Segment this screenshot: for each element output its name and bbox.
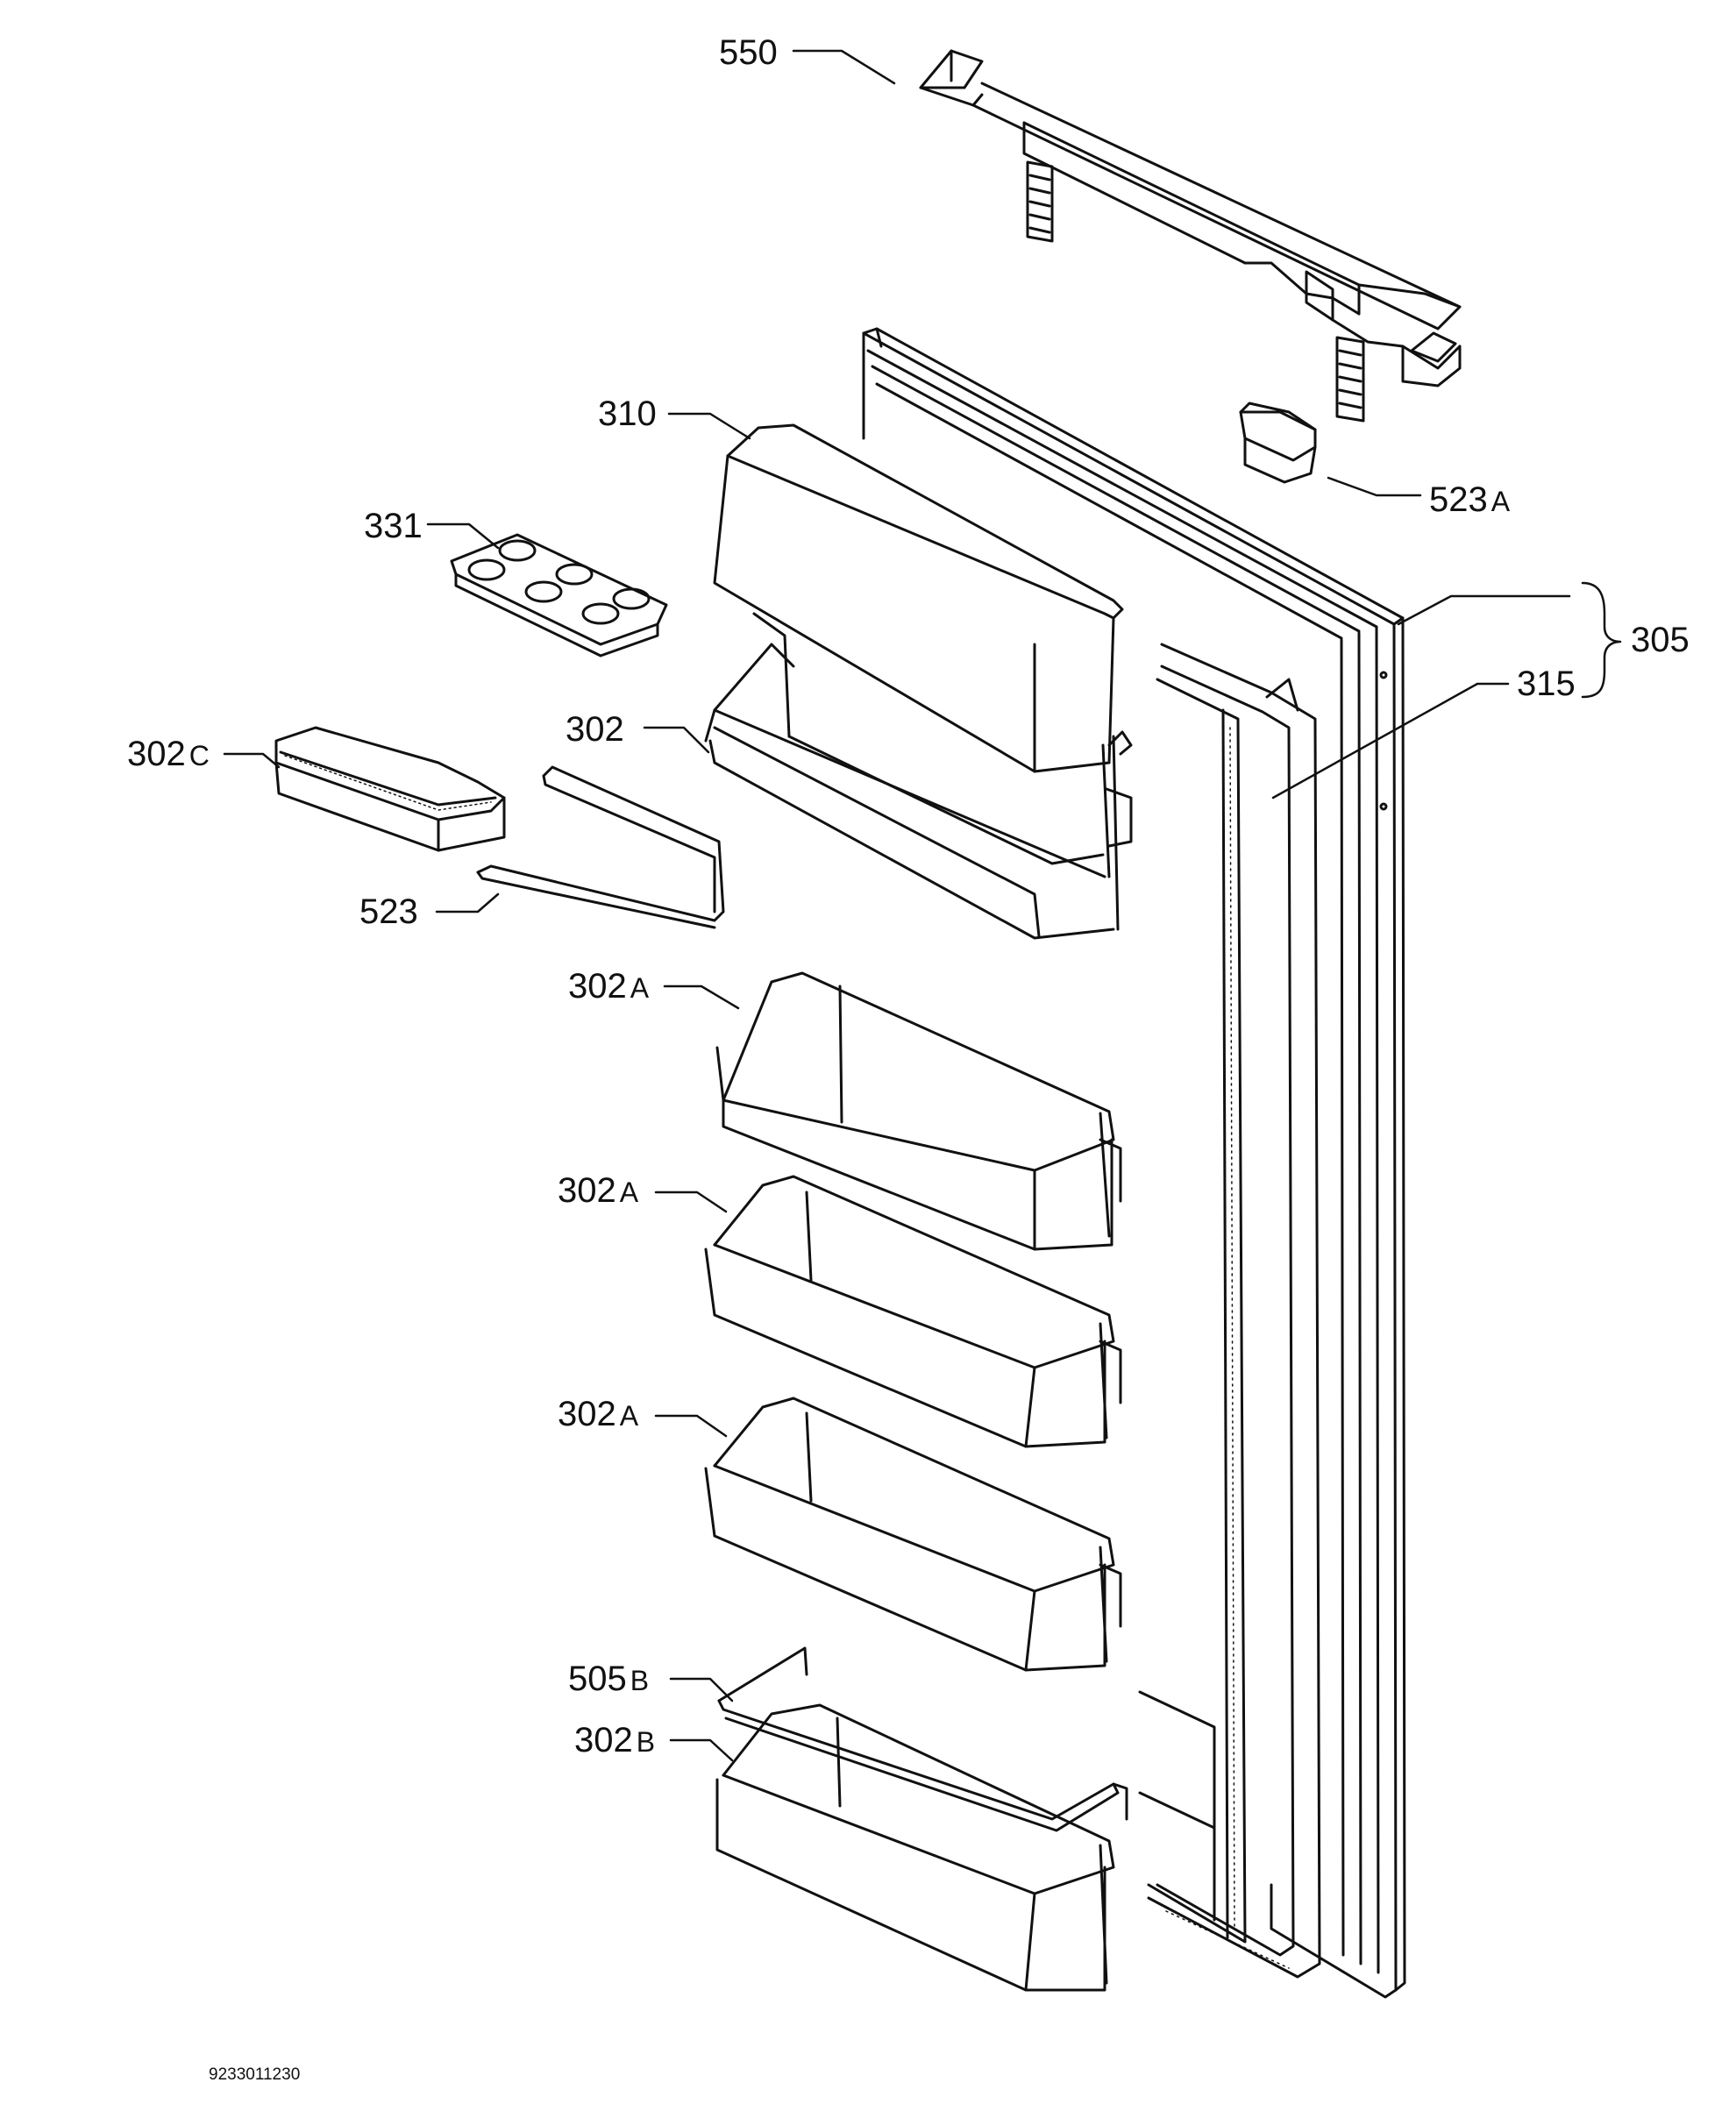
hinge-block-part-523a: [1239, 402, 1317, 484]
label-number: 302: [558, 1171, 616, 1210]
label-number: 302: [568, 967, 627, 1006]
label-number: 302: [558, 1395, 616, 1433]
label-suffix: A: [619, 1400, 639, 1432]
label-suffix: C: [189, 740, 210, 771]
label-331: 331: [364, 508, 423, 544]
label-number: 523: [359, 892, 418, 931]
hinge-bar-part-550: [919, 49, 1462, 423]
label-number: 505: [568, 1660, 627, 1698]
label-310: 310: [598, 396, 657, 431]
label-number: 302: [127, 735, 186, 773]
door-shelf-part-302a-3: [704, 1397, 1122, 1672]
label-number: 315: [1517, 665, 1576, 703]
door-shelf-part-302b: [715, 1703, 1115, 1992]
dairy-lid-part-310: [713, 423, 1124, 773]
label-suffix: B: [630, 1665, 650, 1696]
door-shelf-part-302a-2: [704, 1175, 1122, 1448]
label-550: 550: [719, 35, 778, 70]
small-box-part-302c: [274, 726, 506, 852]
label-305: 305: [1631, 622, 1690, 658]
door-shelf-part-302a-1: [715, 971, 1122, 1251]
label-number: 523: [1429, 480, 1488, 519]
label-number: 310: [598, 394, 657, 433]
label-302: 302: [566, 712, 624, 747]
leader-lines: [223, 49, 1622, 1762]
label-number: 550: [719, 33, 778, 72]
door-shelf-part-302: [704, 612, 1133, 940]
label-number: 305: [1631, 621, 1690, 659]
egg-tray-part-331: [450, 533, 668, 658]
door-frame-part-305: [862, 327, 1406, 1999]
document-number: 9233011230: [209, 2065, 301, 2084]
label-number: 302: [574, 1721, 633, 1759]
label-suffix: A: [1491, 486, 1511, 517]
label-suffix: A: [630, 972, 650, 1004]
label-number: 302: [566, 710, 624, 749]
label-number: 331: [364, 507, 423, 545]
wire-rack-part-523: [476, 765, 725, 929]
label-suffix: A: [619, 1176, 639, 1208]
label-suffix: B: [636, 1726, 656, 1758]
wire-guard-part-505b: [717, 1646, 1128, 1832]
door-gasket-part-315: [1138, 643, 1321, 1979]
label-523: 523: [359, 894, 418, 929]
label-315: 315: [1517, 666, 1576, 701]
